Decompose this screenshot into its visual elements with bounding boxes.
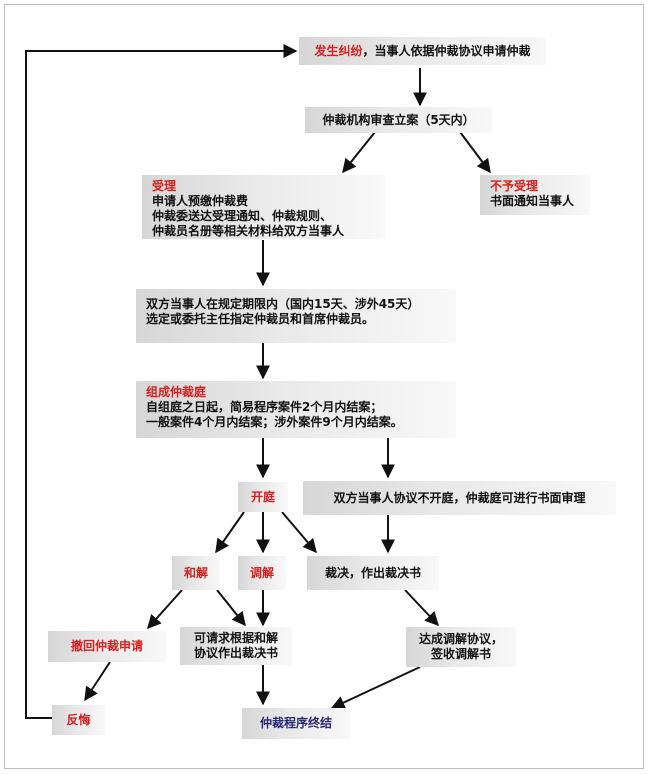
agreement-line-1: 达成调解协议， xyxy=(418,632,503,646)
request-line-1: 可请求根据和解 xyxy=(193,631,278,645)
accept-line-2: 仲裁委送达受理通知、仲裁规则、 xyxy=(152,209,333,223)
agreement-line-2: 签收调解书 xyxy=(430,647,491,661)
node-agreement: 达成调解协议， 签收调解书 xyxy=(406,627,516,667)
mediate-text: 调解 xyxy=(249,565,274,580)
select-line-1: 双方当事人在规定期限内（国内15天、涉外45天） xyxy=(146,297,420,311)
written-text: 双方当事人协议不开庭，仲裁庭可进行书面审理 xyxy=(333,490,586,505)
node-written: 双方当事人协议不开庭，仲裁庭可进行书面审理 xyxy=(303,481,616,515)
node-mediate: 调解 xyxy=(238,556,286,590)
reject-line: 书面通知当事人 xyxy=(490,194,575,208)
arrow-hearing-award xyxy=(281,511,317,554)
tribunal-line-1: 自组庭之日起，简易程序案件2个月内结案； xyxy=(146,400,383,414)
node-accept: 受理 申请人预缴仲裁费 仲裁委送达受理通知、仲裁规则、 仲裁员名册等相关材料给双… xyxy=(142,175,385,239)
node-award: 裁决，作出裁决书 xyxy=(307,556,439,590)
node-end: 仲裁程序终结 xyxy=(242,708,350,739)
accept-line-1: 申请人预缴仲裁费 xyxy=(152,194,249,208)
node-tribunal: 组成仲裁庭 自组庭之日起，简易程序案件2个月内结案； 一般案件4个月内结案；涉外… xyxy=(136,381,456,438)
arrow-award-agreement xyxy=(404,589,439,627)
select-line-2: 选定或委托主任指定仲裁员和首席仲裁员。 xyxy=(146,312,375,326)
tribunal-line-2: 一般案件4个月内结案；涉外案件9个月内结案。 xyxy=(146,415,403,429)
arrow-regret-dispute xyxy=(25,44,298,719)
accept-title: 受理 xyxy=(152,179,177,193)
request-line-2: 协议作出裁决书 xyxy=(193,646,278,660)
node-regret: 反悔 xyxy=(52,705,105,735)
regret-text: 反悔 xyxy=(66,712,91,727)
accept-line-3: 仲裁员名册等相关材料给双方当事人 xyxy=(152,224,345,238)
node-select: 双方当事人在规定期限内（国内15天、涉外45天） 选定或委托主任指定仲裁员和首席… xyxy=(136,289,456,343)
end-text: 仲裁程序终结 xyxy=(259,716,332,730)
arrow-agreement-end xyxy=(330,666,421,710)
arrow-withdraw-regret xyxy=(84,661,111,702)
review-text: 仲裁机构审查立案（5天内） xyxy=(322,112,475,127)
node-review: 仲裁机构审查立案（5天内） xyxy=(305,107,492,133)
arrow-review-reject xyxy=(459,131,491,174)
settle-text: 和解 xyxy=(183,565,208,580)
node-request: 可请求根据和解 协议作出裁决书 xyxy=(180,627,292,665)
dispute-highlight: 发生纠纷 xyxy=(314,43,363,58)
node-dispute: 发生纠纷，当事人依据仲裁协议申请仲裁 xyxy=(299,37,546,65)
node-settle: 和解 xyxy=(172,556,220,590)
arrow-settle-request xyxy=(216,589,246,627)
hearing-text: 开庭 xyxy=(250,489,275,504)
arrow-review-accept xyxy=(342,131,376,174)
withdraw-text: 撤回仲裁申请 xyxy=(70,639,143,653)
arrow-settle-withdraw xyxy=(147,589,183,630)
arrow-hearing-settle xyxy=(215,511,245,554)
node-hearing: 开庭 xyxy=(238,482,288,512)
dispute-text: ，当事人依据仲裁协议申请仲裁 xyxy=(362,43,531,58)
node-reject: 不予受理 书面通知当事人 xyxy=(480,175,590,215)
tribunal-title: 组成仲裁庭 xyxy=(146,385,207,399)
award-text: 裁决，作出裁决书 xyxy=(324,565,421,580)
node-withdraw: 撤回仲裁申请 xyxy=(48,631,166,662)
reject-title: 不予受理 xyxy=(490,179,539,193)
